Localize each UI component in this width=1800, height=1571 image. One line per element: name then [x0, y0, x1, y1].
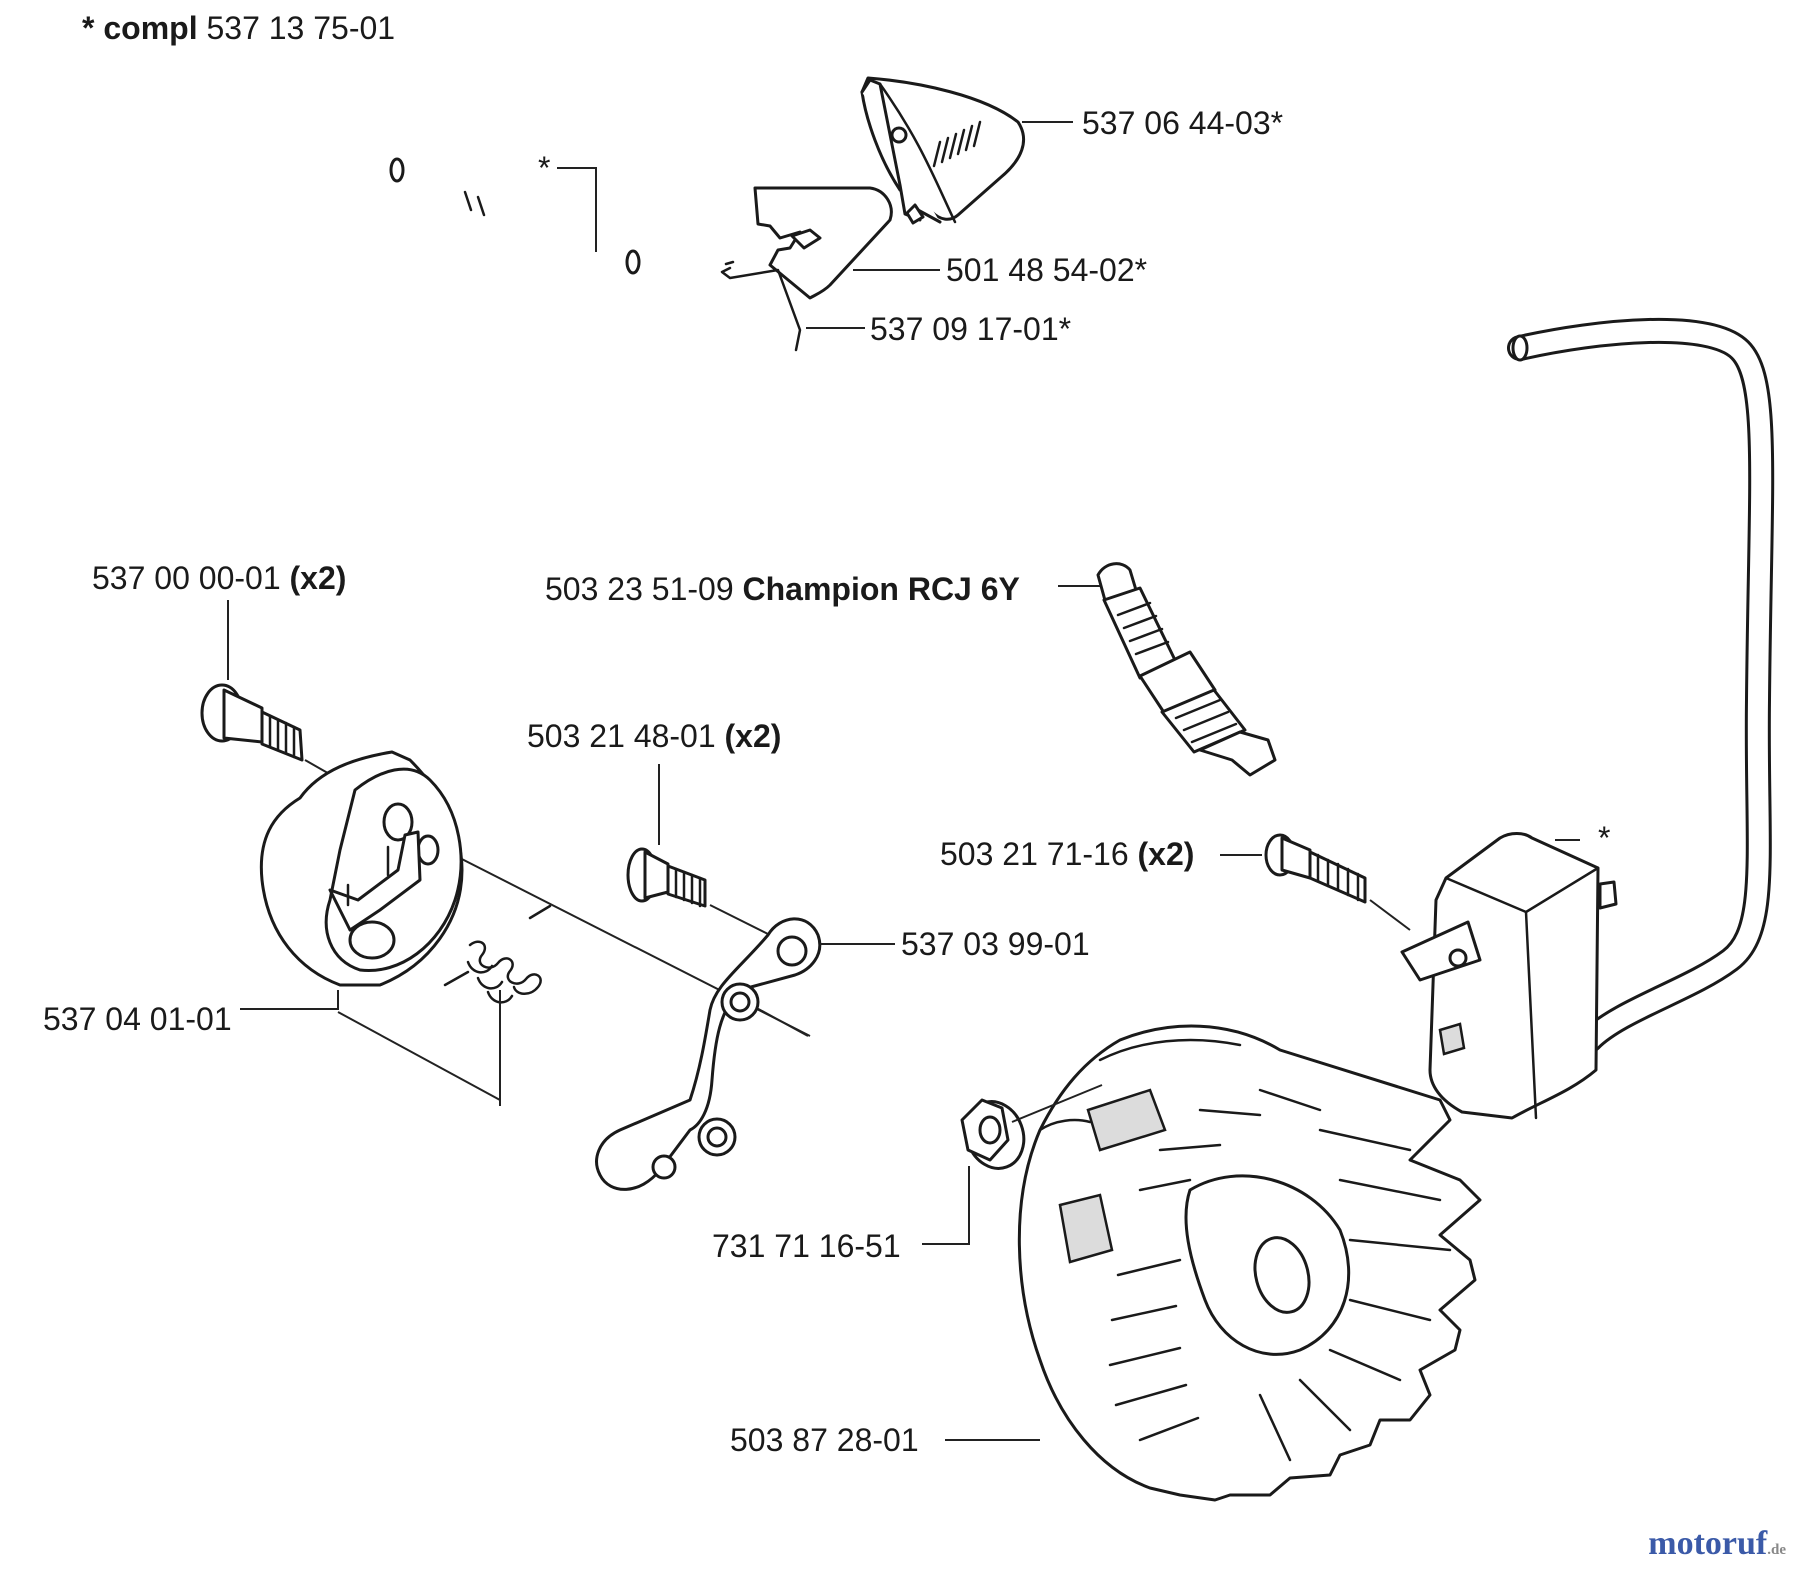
label-spark-plug: 503 23 51-09 Champion RCJ 6Y: [545, 573, 1020, 605]
label-screw-mid: 503 21 48-01 (x2): [527, 720, 781, 752]
spark-plug-icon: [1096, 562, 1277, 777]
fuel-hose-icon: [389, 157, 641, 275]
kit-header: * compl 537 13 75-01: [82, 12, 395, 44]
clutch-hub-icon: [259, 750, 464, 987]
label-flywheel: 503 87 28-01: [730, 1422, 919, 1458]
label-clutch-hub: 537 04 01-01: [43, 1001, 232, 1037]
screw-icon: [626, 847, 707, 908]
kit-asterisk: *: [82, 10, 95, 46]
watermark: motoruf.de: [1648, 1525, 1786, 1563]
cover-icon: [860, 76, 1026, 225]
spring-icon: [443, 904, 552, 1004]
ignition-wire-icon: [1507, 317, 1775, 1053]
plate-icon: [753, 186, 893, 300]
screw-top-left-qty: (x2): [289, 560, 347, 596]
screw-icon: [1264, 833, 1367, 904]
screw-mid-qty: (x2): [724, 718, 782, 754]
label-pawl-arm: 537 03 99-01: [901, 926, 1090, 962]
kit-number: 537 13 75-01: [206, 10, 396, 46]
nut-icon: [960, 1098, 1026, 1170]
screw-icon: [200, 683, 304, 762]
pawl-arm-icon: [595, 917, 822, 1191]
label-nut: 731 71 16-51: [712, 1228, 901, 1264]
screw-top-left-number: 537 00 00-01: [92, 560, 281, 596]
watermark-brand: motoruf: [1648, 1525, 1768, 1562]
wire-clip-icon: [720, 260, 802, 352]
label-plate: 501 48 54-02*: [946, 252, 1148, 288]
label-coil-screw: 503 21 71-16 (x2): [940, 838, 1194, 870]
label-coil-star: *: [1598, 820, 1611, 856]
flywheel-icon: [1017, 1024, 1482, 1502]
coil-screw-qty: (x2): [1137, 836, 1195, 872]
label-hose-star: *: [538, 150, 551, 186]
watermark-tld: .de: [1767, 1542, 1786, 1558]
ignition-coil-icon: [1400, 832, 1618, 1120]
label-screw-top-left: 537 00 00-01 (x2): [92, 562, 346, 594]
coil-screw-number: 503 21 71-16: [940, 836, 1129, 872]
kit-compl-word: compl: [103, 10, 198, 46]
label-cover: 537 06 44-03*: [1082, 105, 1284, 141]
label-wire-clip: 537 09 17-01*: [870, 311, 1072, 347]
screw-mid-number: 503 21 48-01: [527, 718, 716, 754]
spark-plug-name: Champion RCJ 6Y: [742, 571, 1020, 607]
spark-plug-number: 503 23 51-09: [545, 571, 734, 607]
